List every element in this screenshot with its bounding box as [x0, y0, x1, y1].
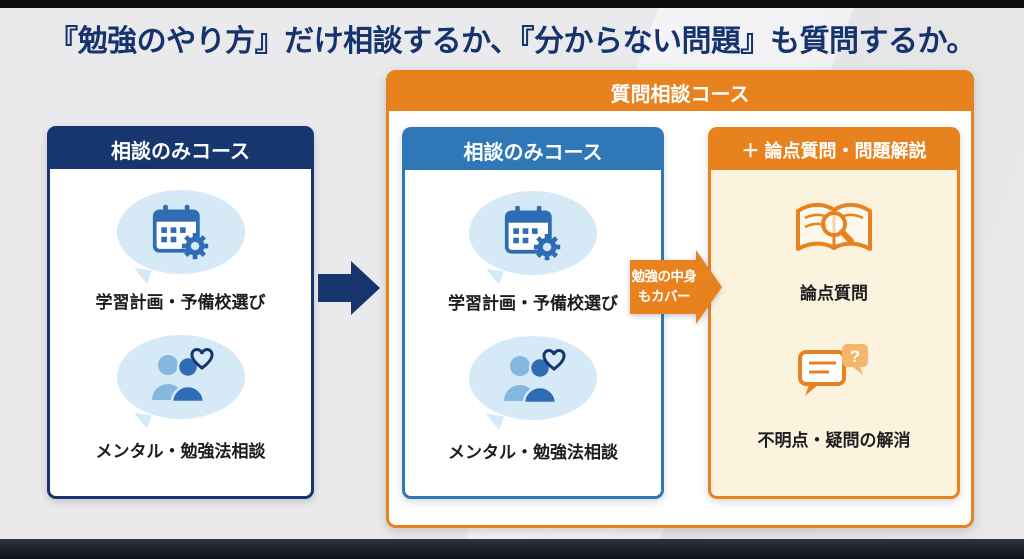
covers-arrow-shape — [630, 250, 722, 324]
arrow-right-icon — [318, 261, 380, 315]
letterbox-bottom — [0, 539, 1024, 559]
covers-content-line2: もカバー — [638, 289, 691, 304]
speech-bubble — [469, 191, 597, 275]
stage-background: 『勉強のやり方』だけ相談するか、『分からない問題』も質問するか。 相談のみコース — [0, 8, 1024, 539]
caption-resolve: 不明点・疑問の解消 — [757, 431, 911, 450]
covers-content-arrow: 勉強の中身 もカバー — [630, 250, 722, 324]
caption-topic-question: 論点質問 — [800, 284, 868, 303]
consult-only-header-left: 相談のみコース — [50, 129, 311, 169]
caption-study-plan: 学習計画・予備校選び — [95, 293, 266, 312]
calendar-gear-icon — [152, 204, 208, 260]
question-course-header: 質問相談コース — [389, 73, 971, 111]
consult-only-header-inner: 相談のみコース — [405, 130, 661, 170]
people-heart-icon — [504, 348, 566, 405]
covers-content-label: 勉強の中身 もカバー — [630, 260, 698, 314]
question-box: ＋ 論点質問・問題解説 論点質問 — [708, 127, 960, 499]
speech-bubble — [469, 336, 597, 420]
caption-study-plan: 学習計画・予備校選び — [448, 294, 618, 313]
question-box-header: ＋ 論点質問・問題解説 — [711, 130, 957, 170]
letterbox-top — [0, 0, 1024, 8]
consult-only-body-inner: 学習計画・予備校選び メンタル・勉強法相談 — [405, 173, 661, 496]
page-title: 『勉強のやり方』だけ相談するか、『分からない問題』も質問するか。 — [48, 25, 976, 58]
consult-only-body-left: 学習計画・予備校選び メンタル・勉強法相談 — [50, 172, 311, 496]
speech-bubble — [116, 335, 245, 419]
svg-text:?: ? — [850, 347, 860, 366]
chat-question-icon: ? — [798, 344, 868, 396]
question-box-body: 論点質問 ? 不明点・疑問の解消 — [711, 173, 957, 496]
covers-content-line1: 勉強の中身 — [631, 269, 698, 285]
people-heart-icon — [151, 347, 213, 404]
book-search-icon — [796, 202, 872, 251]
speech-bubble — [116, 190, 245, 274]
caption-mental: メンタル・勉強法相談 — [95, 442, 266, 461]
calendar-gear-icon — [504, 205, 561, 261]
consult-only-card-inner: 相談のみコース — [402, 127, 664, 499]
caption-mental: メンタル・勉強法相談 — [448, 443, 618, 462]
question-course-card: 質問相談コース 相談のみコース — [386, 70, 974, 528]
consult-only-card-left: 相談のみコース — [47, 126, 314, 499]
